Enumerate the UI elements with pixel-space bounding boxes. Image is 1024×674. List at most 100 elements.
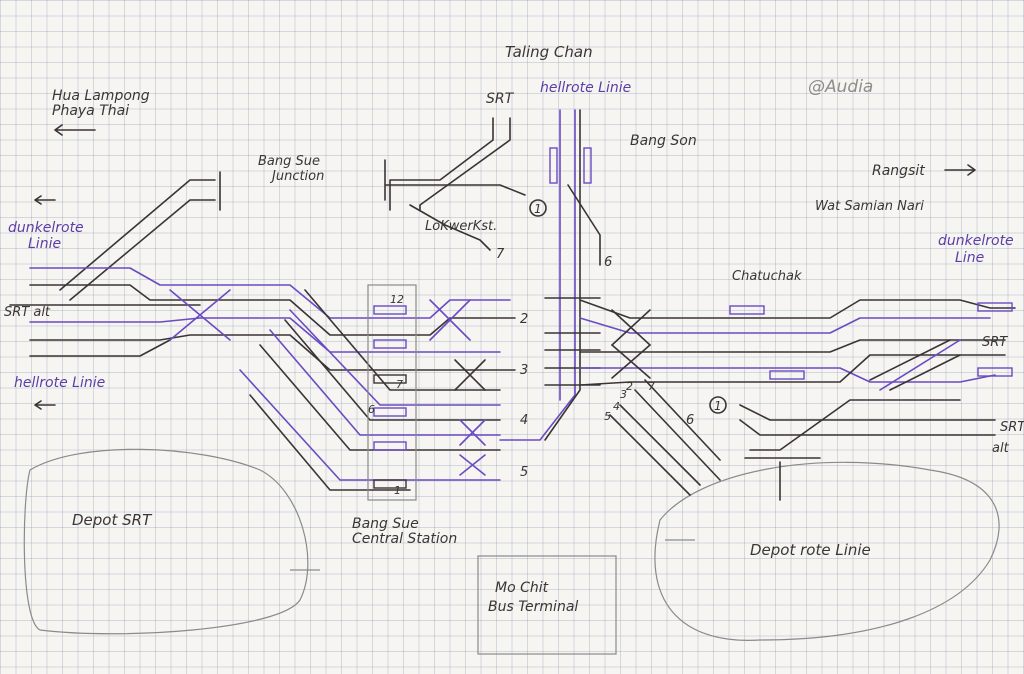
label-wat-samian-nari: Wat Samian Nari — [815, 199, 924, 214]
platform-6 — [373, 407, 407, 417]
label-track-7: 7 — [496, 247, 505, 262]
label-branch-2: 2 — [626, 380, 633, 393]
label-phaya-thai: Phaya Thai — [52, 103, 129, 119]
circle-marker-1-top — [529, 199, 547, 217]
crossover-right-b — [611, 344, 651, 379]
track-vertical-4 — [567, 184, 601, 266]
label-track-2: 2 — [520, 312, 528, 327]
platform-chatuchak-2 — [769, 370, 805, 380]
crossover-central-b — [454, 359, 486, 391]
label-bang-sue-central-1: Bang Sue — [352, 516, 419, 532]
track-diag-7 — [289, 309, 501, 406]
circle-marker-1-right — [709, 396, 727, 414]
track-diag-2 — [284, 319, 501, 421]
platform-right-lower — [977, 367, 1013, 377]
track-right-2 — [579, 317, 991, 334]
depot-rote-outline — [654, 461, 1000, 641]
label-branch-3: 3 — [620, 388, 627, 401]
platform-c — [373, 441, 407, 451]
label-srt-top: SRT — [486, 91, 515, 107]
platform-chatuchak-1 — [729, 305, 765, 315]
track-right-diagonal-3 — [879, 339, 961, 391]
crossover-central-d — [459, 454, 486, 476]
depot-srt-outline — [23, 448, 309, 635]
arrow-hellrote-left — [34, 400, 56, 410]
label-platform-1: 1 — [394, 484, 401, 497]
label-platform-6: 6 — [368, 403, 375, 416]
label-branch-7: 7 — [648, 380, 655, 393]
label-taling-chan: Taling Chan — [505, 43, 593, 61]
label-branch-4: 4 — [613, 400, 620, 413]
track-srt-top — [389, 117, 494, 211]
track-hellrote-left-2 — [29, 334, 371, 371]
track-right-3 — [579, 339, 1006, 353]
label-hua-lampong: Hua Lampong — [52, 88, 150, 104]
label-dunkelrote-left-2: Linie — [28, 236, 61, 252]
crossover-left — [169, 289, 231, 341]
label-mo-chit-2: Bus Terminal — [488, 599, 578, 615]
track-hua-lampong-1 — [59, 179, 216, 291]
platform-bang-son-2 — [583, 147, 592, 184]
platform-7 — [373, 374, 407, 384]
track-vertical-2 — [499, 109, 576, 441]
track-diag-4 — [239, 369, 501, 481]
track-dunkelrote-left-2 — [29, 284, 371, 336]
track-lokwerkst — [409, 204, 491, 251]
label-bang-sue-junction-1: Bang Sue — [258, 154, 320, 169]
track-right-5 — [579, 354, 1006, 386]
label-platform-12: 12 — [390, 293, 404, 306]
track-diag-3 — [259, 344, 501, 451]
platform-1 — [373, 479, 407, 489]
track-diag-6 — [269, 329, 501, 436]
track-diag-depot-2 — [619, 404, 701, 486]
label-depot-rote: Depot rote Linie — [750, 541, 871, 559]
track-right-4 — [579, 367, 996, 383]
track-dunkelrote-left-1 — [29, 267, 371, 319]
label-track-5: 5 — [520, 465, 528, 480]
label-hellrote-top: hellrote Linie — [540, 80, 631, 96]
arrow-hua-lampong — [54, 124, 96, 136]
label-track-6-lower: 6 — [686, 413, 694, 428]
label-platform-7: 7 — [396, 378, 403, 391]
label-bang-son: Bang Son — [630, 133, 697, 149]
label-bang-sue-central-2: Central Station — [352, 531, 457, 547]
arrow-dunkelrote-left — [34, 195, 56, 205]
track-diag-depot-4 — [644, 379, 721, 461]
label-watermark: @Audia — [808, 77, 873, 97]
platform-12 — [373, 305, 407, 315]
label-track-4: 4 — [520, 413, 528, 428]
label-srt-alt-right-1: SRT — [1000, 420, 1024, 435]
platform-dunkelrote-right — [977, 302, 1013, 312]
label-rangsit: Rangsit — [872, 163, 925, 179]
label-circle-1-top: 1 — [534, 202, 542, 216]
platform-b — [373, 339, 407, 349]
label-srt-alt-left: SRT alt — [4, 305, 51, 320]
platform-bang-son-1 — [549, 147, 558, 184]
track-srt-alt-right-3 — [749, 399, 961, 451]
track-diag-depot-3 — [634, 389, 721, 481]
crossover-central-a — [429, 299, 471, 341]
track-right-diagonal-2 — [889, 354, 961, 391]
label-hellrote-left: hellrote Linie — [14, 375, 105, 391]
track-diag-depot-1 — [609, 414, 691, 496]
label-dunkelrote-right-2: Line — [955, 250, 984, 266]
label-dunkelrote-right-1: dunkelrote — [938, 233, 1014, 249]
track-hellrote-left-1 — [29, 317, 371, 353]
label-lokwerkst: LoKwerKst. — [425, 219, 497, 234]
label-circle-1-right: 1 — [714, 399, 722, 413]
label-track-6: 6 — [604, 255, 612, 270]
track-hellrote-left-3 — [29, 339, 171, 357]
track-diag-1 — [304, 289, 501, 391]
track-bang-sue-junction — [384, 159, 526, 201]
label-chatuchak: Chatuchak — [732, 269, 802, 284]
track-right-diagonal-1 — [869, 339, 951, 381]
label-track-3: 3 — [520, 363, 528, 378]
track-right-1 — [579, 299, 1016, 319]
label-dunkelrote-left-1: dunkelrote — [8, 220, 84, 236]
track-diag-5 — [249, 394, 411, 491]
mo-chit-bus-terminal-box — [477, 555, 617, 655]
vertical-ties — [544, 297, 601, 386]
label-mo-chit-1: Mo Chit — [495, 580, 549, 596]
central-station-box — [367, 284, 417, 501]
